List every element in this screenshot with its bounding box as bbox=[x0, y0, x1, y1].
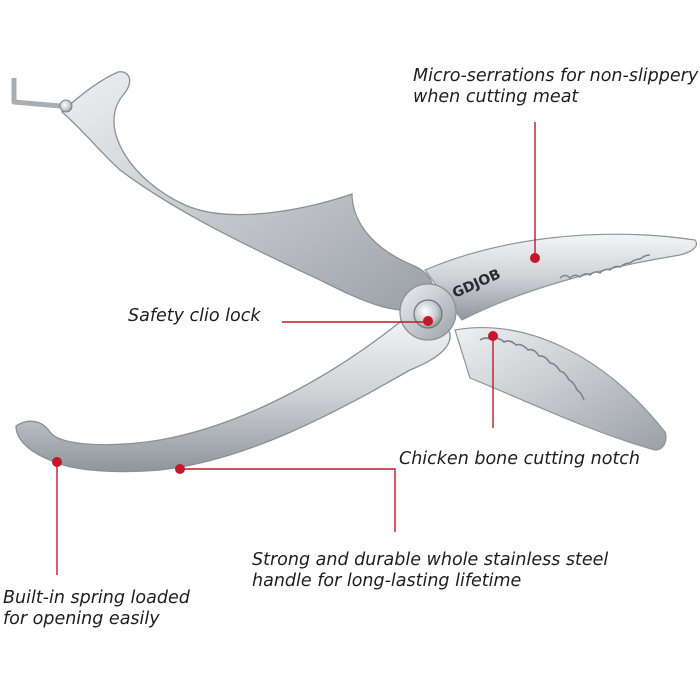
callout-serrations-line1: Micro-serrations for non-slippery bbox=[413, 66, 699, 86]
upper-handle bbox=[61, 71, 435, 311]
lower-handle bbox=[15, 314, 451, 473]
callout-bone-notch-text: Chicken bone cutting notch bbox=[399, 449, 641, 469]
pivot-screw bbox=[413, 299, 443, 329]
callout-serrations: Micro-serrations for non-slippery when c… bbox=[413, 66, 698, 108]
callout-handle-line1: Strong and durable whole stainless steel bbox=[252, 550, 609, 570]
callout-dot-spring bbox=[52, 457, 62, 467]
callout-safety-lock-text: Safety clio lock bbox=[128, 306, 261, 326]
callout-spring-line1: Built-in spring loaded bbox=[3, 588, 190, 608]
callout-dots bbox=[52, 253, 540, 474]
lower-blade bbox=[454, 327, 667, 451]
callout-safety-lock: Safety clio lock bbox=[128, 306, 260, 327]
spring-wire bbox=[11, 78, 61, 109]
spring-rivet bbox=[59, 99, 73, 113]
callout-dot-serrations bbox=[530, 253, 540, 263]
callout-dot-notch bbox=[488, 331, 498, 341]
callout-serrations-line2: when cutting meat bbox=[413, 87, 579, 107]
lower-blade-teeth bbox=[479, 337, 585, 401]
callout-handle-line2: handle for long-lasting lifetime bbox=[252, 571, 522, 591]
callout-spring-line2: for opening easily bbox=[3, 609, 160, 629]
upper-blade-serrations bbox=[559, 254, 651, 280]
callout-dot-handle bbox=[175, 464, 185, 474]
callout-handle: Strong and durable whole stainless steel… bbox=[252, 550, 608, 592]
callout-lines bbox=[56, 122, 536, 575]
callout-dot-safety bbox=[423, 316, 433, 326]
callout-line-handle bbox=[180, 468, 396, 532]
callout-spring: Built-in spring loaded for opening easil… bbox=[3, 588, 190, 630]
callout-bone-notch: Chicken bone cutting notch bbox=[399, 449, 640, 470]
